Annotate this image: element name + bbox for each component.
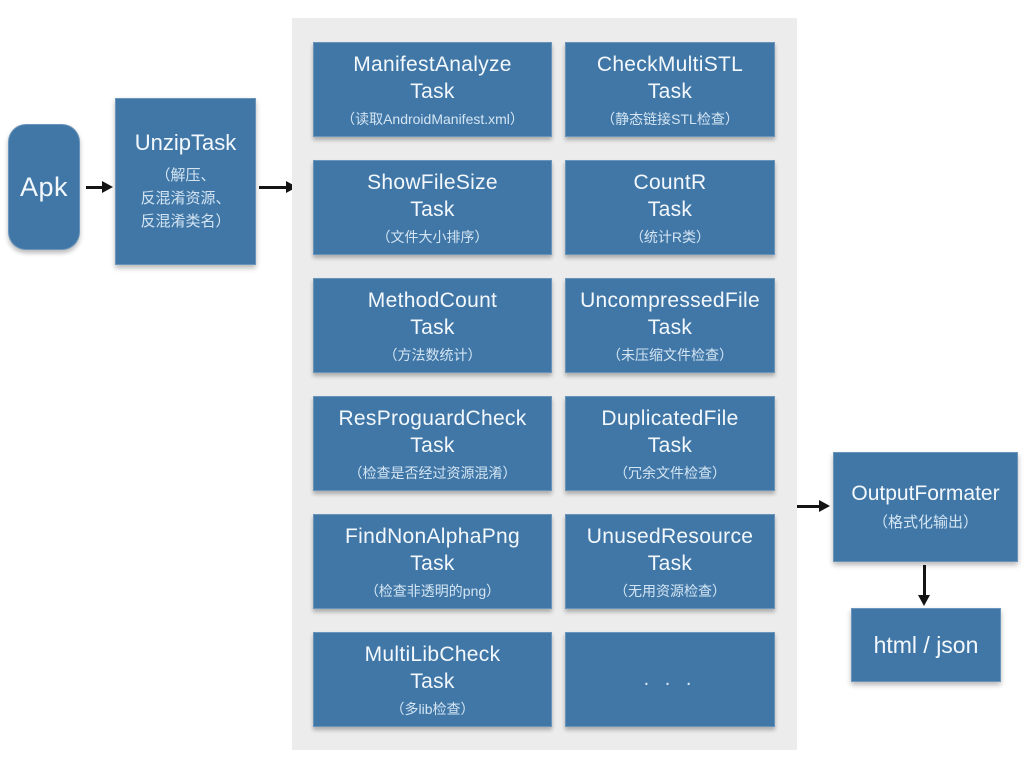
result-label: html / json [873,631,979,658]
task-checkmultistl: CheckMultiSTL Task （静态链接STL检查） [565,42,775,137]
task-showfilesize: ShowFileSize Task （文件大小排序） [313,160,552,255]
task-unusedresource: UnusedResource Task （无用资源检查） [565,514,775,609]
task-multilibcheck: MultiLibCheck Task （多lib检查） [313,632,552,727]
task-name: MultiLibCheck [364,642,501,666]
task-name: FindNonAlphaPng [345,524,520,548]
task-subtitle: （多lib检查） [390,701,475,718]
unzip-task-node: UnzipTask （解压、 反混淆资源、 反混淆类名） [115,98,256,265]
result-node: html / json [851,608,1001,682]
task-name: MethodCount [367,288,498,312]
task-manifestanalyze: ManifestAnalyze Task （读取AndroidManifest.… [313,42,552,137]
unzip-task-subtitle-line3: 反混淆类名） [140,213,231,231]
task-subtitle: （冗余文件检查） [614,465,726,482]
arrow-unzip-to-tasks [259,181,297,193]
task-ellipsis-label: . . . [643,668,697,691]
task-type-label: Task [410,198,455,222]
apk-label: Apk [19,171,69,202]
task-name: CountR [633,170,707,194]
task-name: ResProguardCheck [338,406,527,430]
task-duplicatedfile: DuplicatedFile Task （冗余文件检查） [565,396,775,491]
task-subtitle: （检查非透明的png） [364,583,501,600]
arrow-apk-to-unzip [86,181,113,193]
task-type-label: Task [647,316,693,340]
task-name: UncompressedFile [580,288,760,312]
task-resproguardcheck: ResProguardCheck Task （检查是否经过资源混淆） [313,396,552,491]
unzip-task-title: UnzipTask [134,129,237,155]
task-subtitle: （检查是否经过资源混淆） [348,465,517,482]
task-name: ShowFileSize [367,170,498,194]
task-subtitle: （未压缩文件检查） [607,347,733,364]
task-type-label: Task [410,434,455,458]
output-formater-title: OutputFormater [851,482,1000,505]
unzip-task-subtitle-line2: 反混淆资源、 [140,189,231,207]
task-name: ManifestAnalyze [353,52,512,76]
task-name: UnusedResource [586,524,754,548]
task-subtitle: （统计R类） [629,229,711,246]
task-type-label: Task [647,80,693,104]
task-subtitle: （文件大小排序） [376,229,489,246]
task-subtitle: （读取AndroidManifest.xml） [341,111,524,128]
task-type-label: Task [410,552,455,576]
task-findnonalphapng: FindNonAlphaPng Task （检查非透明的png） [313,514,552,609]
task-subtitle: （静态链接STL检查） [601,111,739,128]
task-subtitle: （无用资源检查） [614,583,726,600]
task-methodcount: MethodCount Task （方法数统计） [313,278,552,373]
tasks-container: ManifestAnalyze Task （读取AndroidManifest.… [292,18,797,750]
arrow-output-to-result [918,565,930,606]
arrow-tasks-to-output [797,500,830,512]
task-type-label: Task [410,80,455,104]
task-type-label: Task [647,552,693,576]
task-type-label: Task [410,316,455,340]
apk-node: Apk [8,124,80,250]
task-type-label: Task [410,670,455,694]
task-uncompressedfile: UncompressedFile Task （未压缩文件检查） [565,278,775,373]
output-formater-subtitle: （格式化输出） [872,514,978,531]
task-subtitle: （方法数统计） [383,347,482,364]
task-type-label: Task [647,198,693,222]
unzip-task-subtitle-line1: （解压、 [155,166,216,184]
task-name: DuplicatedFile [601,406,739,430]
task-name: CheckMultiSTL [596,52,744,76]
task-type-label: Task [647,434,693,458]
output-formater-node: OutputFormater （格式化输出） [833,452,1018,562]
task-ellipsis: . . . [565,632,775,727]
task-countr: CountR Task （统计R类） [565,160,775,255]
